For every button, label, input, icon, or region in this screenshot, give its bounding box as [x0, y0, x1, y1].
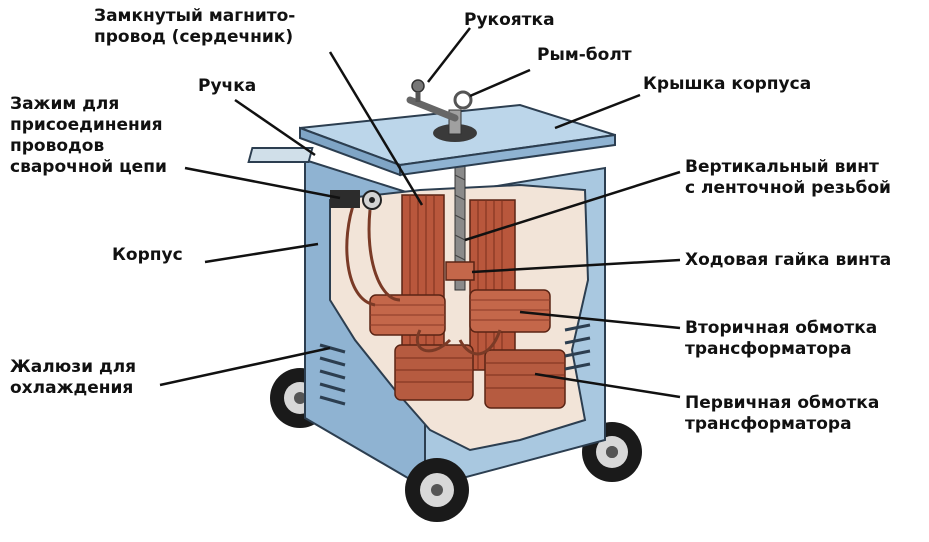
label-primary-winding-line2: трансформатора — [685, 414, 852, 434]
label-case: Корпус — [112, 245, 183, 266]
label-handle: Ручка — [198, 76, 256, 97]
label-nut-line1: Ходовая гайка винта — [685, 250, 892, 270]
label-magnetic-core-line1: Замкнутый магнито- — [94, 6, 296, 26]
leader-clamp — [184, 166, 341, 200]
internal-wires — [345, 199, 502, 356]
leader-nut — [471, 258, 681, 274]
running-nut — [445, 261, 475, 281]
terminal-clamp — [330, 190, 382, 210]
leader-lines — [159, 27, 681, 399]
label-case-line1: Корпус — [112, 245, 183, 265]
label-primary-winding: Первичная обмотка трансформатора — [685, 393, 879, 435]
label-screw-line2: с ленточной резьбой — [685, 178, 891, 198]
magnetic-core — [401, 194, 516, 376]
wheel-front-left — [405, 458, 469, 522]
label-louvers-line1: Жалюзи для — [10, 357, 137, 377]
leader-louvers — [159, 346, 331, 387]
label-louvers-line2: охлаждения — [10, 378, 134, 398]
label-crank-line1: Рукоятка — [464, 10, 555, 30]
label-louvers: Жалюзи для охлаждения — [10, 357, 136, 399]
label-crank: Рукоятка — [464, 10, 555, 31]
label-secondary-winding: Вторичная обмотка трансформатора — [685, 318, 877, 360]
label-primary-winding-line1: Первичная обмотка — [685, 393, 880, 413]
primary-winding — [394, 344, 566, 409]
label-eyebolt-line1: Рым-болт — [537, 45, 632, 65]
leader-handle — [234, 98, 316, 157]
label-clamp-line2: присоединения — [10, 115, 163, 135]
label-secondary-winding-line2: трансформатора — [685, 339, 852, 359]
label-screw: Вертикальный винт с ленточной резьбой — [685, 157, 891, 199]
label-clamp-line4: сварочной цепи — [10, 157, 167, 177]
wheel-front-right — [606, 446, 618, 458]
carry-handle — [247, 147, 314, 163]
leader-core — [328, 51, 424, 206]
leader-primary — [534, 372, 681, 399]
secondary-winding — [369, 289, 551, 336]
label-eyebolt: Рым-болт — [537, 45, 632, 66]
crank-assembly — [406, 79, 477, 142]
label-magnetic-core-line2: провод (сердечник) — [94, 27, 294, 47]
label-magnetic-core: Замкнутый магнито- провод (сердечник) — [94, 6, 295, 48]
cooling-louvers — [319, 323, 591, 406]
leader-case — [204, 242, 319, 264]
leader-crank — [427, 27, 471, 83]
label-clamp: Зажим для присоединения проводов сварочн… — [10, 94, 167, 178]
leader-eyebolt — [469, 68, 531, 98]
label-screw-line1: Вертикальный винт — [685, 157, 879, 177]
label-clamp-line3: проводов — [10, 136, 105, 156]
leader-lid — [554, 93, 641, 130]
label-lid-line1: Крышка корпуса — [643, 74, 812, 94]
label-clamp-line1: Зажим для — [10, 94, 120, 114]
label-secondary-winding-line1: Вторичная обмотка — [685, 318, 878, 338]
label-lid: Крышка корпуса — [643, 74, 811, 95]
label-nut: Ходовая гайка винта — [685, 250, 891, 271]
leader-secondary — [519, 310, 681, 330]
leader-screw — [464, 170, 681, 242]
label-handle-line1: Ручка — [198, 76, 257, 96]
